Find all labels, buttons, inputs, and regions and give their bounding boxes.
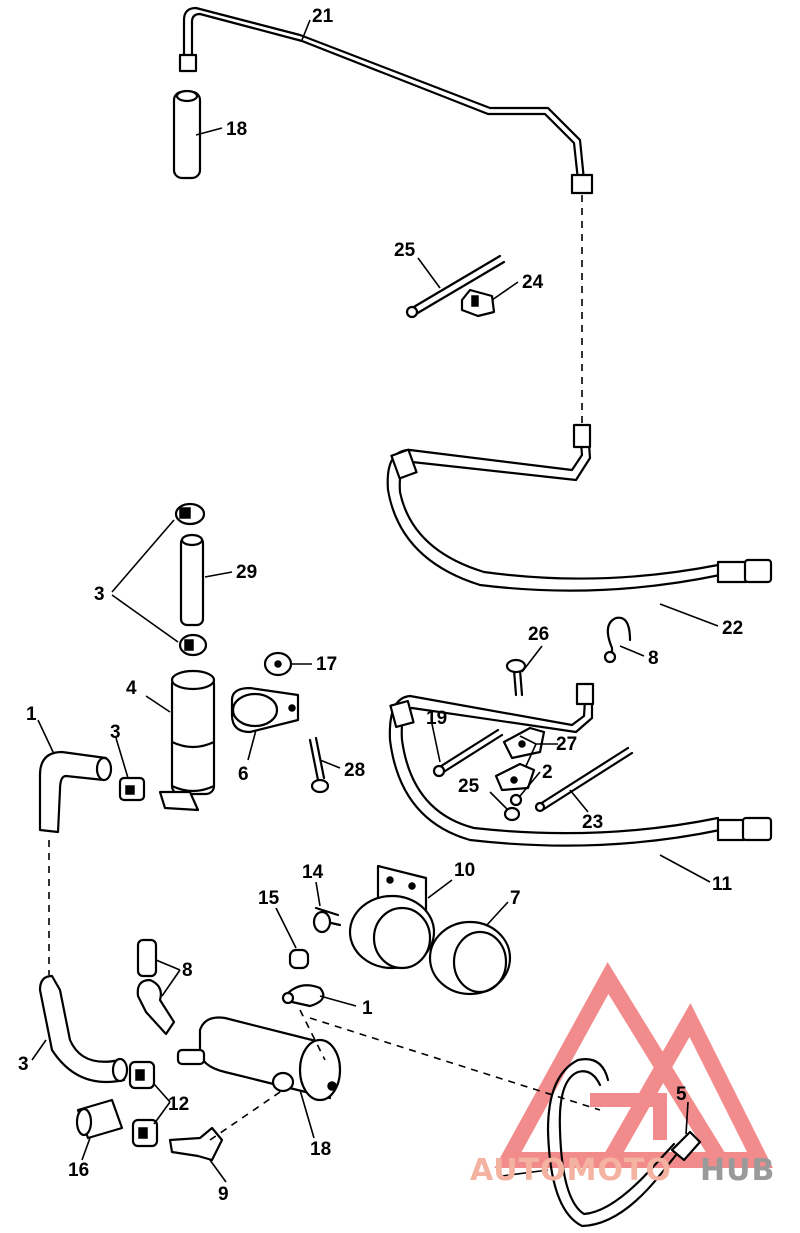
filter-canister-4 — [158, 669, 216, 812]
label-part: 17 — [316, 654, 337, 675]
label-part: 5 — [676, 1084, 687, 1105]
sleeve-18-bottom — [75, 1098, 124, 1140]
watermark-text-part2: HUB — [700, 1153, 775, 1188]
label-part: 29 — [236, 562, 257, 583]
label-part: 1 — [362, 998, 373, 1019]
clamp-bracket-2 — [230, 686, 300, 734]
clip-24 — [460, 288, 496, 318]
pump-5 — [176, 1016, 342, 1102]
watermark-logo — [494, 962, 773, 1168]
label-part: 3 — [18, 1054, 29, 1075]
label-part: 21 — [312, 6, 334, 27]
elbow-hose-1-bottom — [38, 974, 129, 1084]
hose-7 — [136, 938, 176, 1036]
fitting-3-lower — [178, 633, 208, 657]
watermark-text-part1: AUTOMOTO — [470, 1153, 672, 1188]
bracket-14 — [348, 864, 436, 970]
cable-tie-8 — [432, 728, 504, 778]
label-part: 26 — [528, 624, 549, 645]
label-part: 8 — [648, 648, 659, 669]
label-part: 3 — [94, 584, 105, 605]
cap-10 — [288, 948, 310, 970]
label-part: 7 — [510, 888, 521, 909]
label-part: 4 — [126, 678, 137, 699]
nut-17 — [263, 651, 293, 677]
clamp-8-top — [603, 616, 632, 664]
hose-9 — [546, 1058, 682, 1228]
fitting-16 — [168, 1126, 224, 1162]
screw-11 — [312, 906, 342, 934]
label-part: 27 — [556, 734, 577, 755]
label-part: 24 — [522, 272, 544, 293]
label-part: 16 — [68, 1160, 89, 1181]
label-part: 3 — [110, 722, 121, 743]
label-part: 23 — [582, 812, 603, 833]
label-part: 10 — [454, 860, 475, 881]
label-part: 25 — [458, 776, 480, 797]
cable-tie-25-lower — [534, 746, 634, 813]
fitting-3-bottom — [128, 1060, 159, 1148]
label-part: 6 — [238, 764, 249, 785]
label-part: 14 — [302, 862, 324, 883]
label-part: 8 — [182, 960, 193, 981]
label-part: 22 — [722, 618, 743, 639]
fitting-3-mid — [118, 776, 146, 802]
label-part: 28 — [344, 760, 365, 781]
assembly-line — [299, 1009, 326, 1061]
label-part: 1 — [26, 704, 37, 725]
cable-tie-25-top — [405, 254, 506, 319]
label-part: 12 — [168, 1094, 189, 1115]
label-part: 18 — [310, 1139, 331, 1160]
tube-21 — [178, 6, 594, 195]
label-part: 15 — [258, 888, 280, 909]
hose-23 — [388, 682, 773, 847]
fitting-3-top — [174, 502, 206, 526]
assembly-line — [209, 1089, 284, 1141]
tube-29 — [179, 533, 205, 627]
label-part: 19 — [426, 708, 447, 729]
leader-lines — [31, 19, 719, 1183]
clip-19 — [494, 726, 546, 792]
label-part: 11 — [712, 874, 733, 895]
fitting-12 — [670, 1130, 702, 1162]
label-part: 25 — [394, 240, 416, 261]
elbow-hose-1-top — [38, 750, 113, 834]
sleeve-15 — [428, 920, 512, 996]
sleeve-18-top — [172, 89, 202, 180]
clamp-8-lower — [281, 984, 325, 1008]
bolt-6 — [308, 736, 330, 794]
label-part: 18 — [226, 119, 247, 140]
nut-27 — [509, 793, 523, 807]
nut-28 — [503, 806, 521, 822]
label-part: 9 — [218, 1184, 229, 1205]
hose-22 — [386, 423, 773, 592]
bolt-26 — [505, 658, 527, 697]
part-labels: 21 18 25 24 22 29 3 17 4 26 8 1 3 19 27 … — [18, 6, 743, 1205]
watermark-text: AUTOMOTO HUB — [470, 1153, 775, 1188]
label-part: 2 — [542, 762, 553, 783]
